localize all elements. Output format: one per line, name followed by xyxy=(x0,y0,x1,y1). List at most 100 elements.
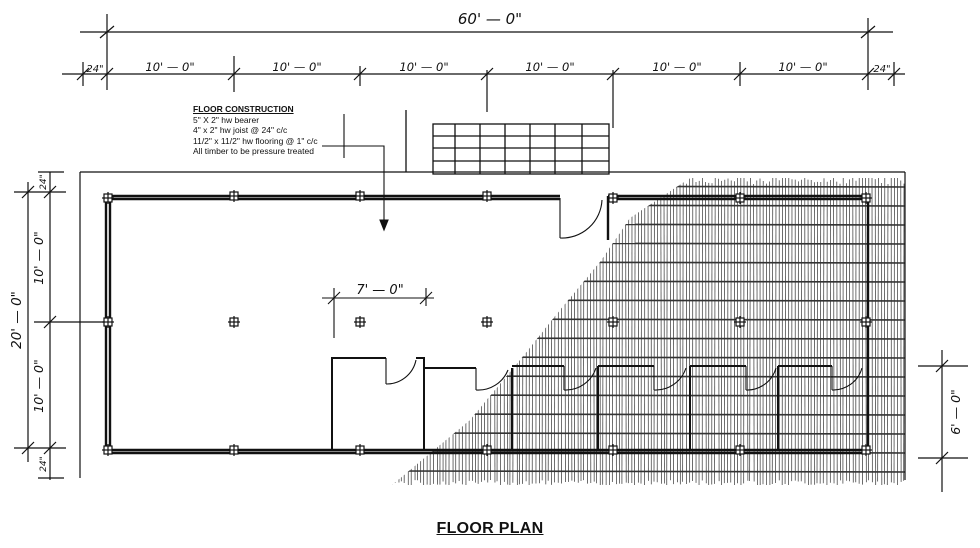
partitions xyxy=(331,357,832,450)
side-offset-top-label: 24" xyxy=(39,174,49,190)
dimension-tick xyxy=(733,67,747,81)
hatch-stroke xyxy=(718,178,720,482)
dimension-tick xyxy=(76,67,90,81)
entry-steps xyxy=(405,110,610,175)
hatch-stroke xyxy=(414,178,416,481)
right-dimension-label: 6' — 0" xyxy=(948,389,963,435)
board-line xyxy=(392,470,905,473)
hatch-stroke xyxy=(771,178,774,485)
hatch-stroke xyxy=(593,179,595,482)
floor-construction-note: FLOOR CONSTRUCTION 5" X 2" hw bearer 4" … xyxy=(193,104,318,157)
note-line-1: 5" X 2" hw bearer xyxy=(193,114,260,125)
hatch-stroke xyxy=(865,178,867,483)
board-line xyxy=(392,356,905,359)
inner-dimension-label: 7' — 0" xyxy=(356,283,403,298)
board-line xyxy=(392,375,905,378)
hatch-stroke xyxy=(531,180,534,484)
half-width-bottom-label: 10' — 0" xyxy=(31,359,46,413)
bay-dimension-line xyxy=(62,56,905,128)
hatch-stroke xyxy=(436,178,438,485)
drawing-title: FLOOR PLAN xyxy=(436,520,544,537)
hatch-stroke xyxy=(583,179,585,481)
hatch-stroke xyxy=(567,179,569,482)
dimension-tick xyxy=(353,67,367,81)
overall-length-dimension xyxy=(80,14,893,90)
hatch-stroke xyxy=(448,179,450,485)
note-heading: FLOOR CONSTRUCTION xyxy=(193,104,294,114)
board-line xyxy=(392,204,905,207)
hatch-stroke xyxy=(490,179,492,481)
hatch-stroke xyxy=(877,178,879,482)
hatch-stroke xyxy=(516,182,518,485)
hatch-stroke xyxy=(494,179,496,483)
board-line xyxy=(392,432,905,435)
note-line-4: All timber to be pressure treated xyxy=(193,146,314,156)
hatch-stroke xyxy=(528,178,530,485)
hatch-stroke xyxy=(577,182,579,483)
end-offset-left: 24" xyxy=(86,64,103,75)
side-offset-bottom-label: 24" xyxy=(39,456,49,472)
hatch-stroke xyxy=(506,181,509,485)
hatch-stroke xyxy=(822,178,825,484)
dimension-tick xyxy=(861,67,875,81)
width-dimension xyxy=(14,171,104,480)
board-line xyxy=(392,261,905,264)
hatch-stroke xyxy=(627,178,630,484)
hatch-stroke xyxy=(445,181,447,485)
hatch-stroke xyxy=(756,180,758,485)
dimension-tick xyxy=(887,67,901,81)
half-width-top-label: 10' — 0" xyxy=(31,231,46,285)
board-line xyxy=(392,318,905,321)
board-line xyxy=(392,394,905,397)
hatch-stroke xyxy=(496,179,498,482)
board-line xyxy=(392,223,905,226)
hatch-stroke xyxy=(522,179,524,484)
hatch-stroke xyxy=(816,181,818,484)
posts xyxy=(102,190,872,456)
hatch-stroke xyxy=(634,178,636,485)
board-line xyxy=(392,185,905,188)
hatch-stroke xyxy=(398,178,400,483)
hatch-stroke xyxy=(784,178,786,485)
hatch-stroke xyxy=(886,183,889,485)
door-swings xyxy=(385,198,863,391)
bay-4-label: 10' — 0" xyxy=(525,60,574,74)
hatch-stroke xyxy=(640,183,642,484)
bay-3-label: 10' — 0" xyxy=(399,60,448,74)
inner-dimension xyxy=(322,288,434,338)
overall-length-label: 60' — 0" xyxy=(458,10,522,28)
hatch-stroke xyxy=(403,181,406,484)
board-line xyxy=(392,242,905,245)
note-line-3: 11/2" x 11/2" hw flooring @ 1" c/c xyxy=(193,135,318,146)
bay-6-label: 10' — 0" xyxy=(778,60,827,74)
note-line-2: 4" x 2" hw joist @ 24" c/c xyxy=(193,125,288,135)
overall-width-label: 20' — 0" xyxy=(9,291,25,349)
hatch-stroke xyxy=(746,181,749,481)
board-line xyxy=(392,413,905,416)
hatch-stroke xyxy=(676,178,678,483)
hatch-stroke xyxy=(749,178,751,481)
hatch-stroke xyxy=(471,183,473,481)
bay-2-label: 10' — 0" xyxy=(272,60,321,74)
hatch-stroke xyxy=(551,178,553,485)
hatch-stroke xyxy=(753,183,755,482)
end-offset-right: 24" xyxy=(873,64,890,75)
hatch-stroke xyxy=(625,179,627,483)
bay-1-label: 10' — 0" xyxy=(145,60,194,74)
hatch-stroke xyxy=(564,178,566,483)
hatch-stroke xyxy=(705,182,707,484)
dimension-tick xyxy=(606,67,620,81)
hatch-stroke xyxy=(819,182,822,484)
bay-5-label: 10' — 0" xyxy=(652,60,701,74)
dimension-tick xyxy=(480,67,494,81)
hatch-stroke xyxy=(518,179,521,485)
hatch-stroke xyxy=(570,179,573,481)
hatch-stroke xyxy=(547,178,550,481)
right-dimension xyxy=(918,350,968,492)
decking-hatch xyxy=(392,178,905,485)
platform-outline xyxy=(79,171,906,480)
board-line xyxy=(392,280,905,283)
dimension-tick xyxy=(227,67,241,81)
hatch-stroke xyxy=(554,178,556,483)
